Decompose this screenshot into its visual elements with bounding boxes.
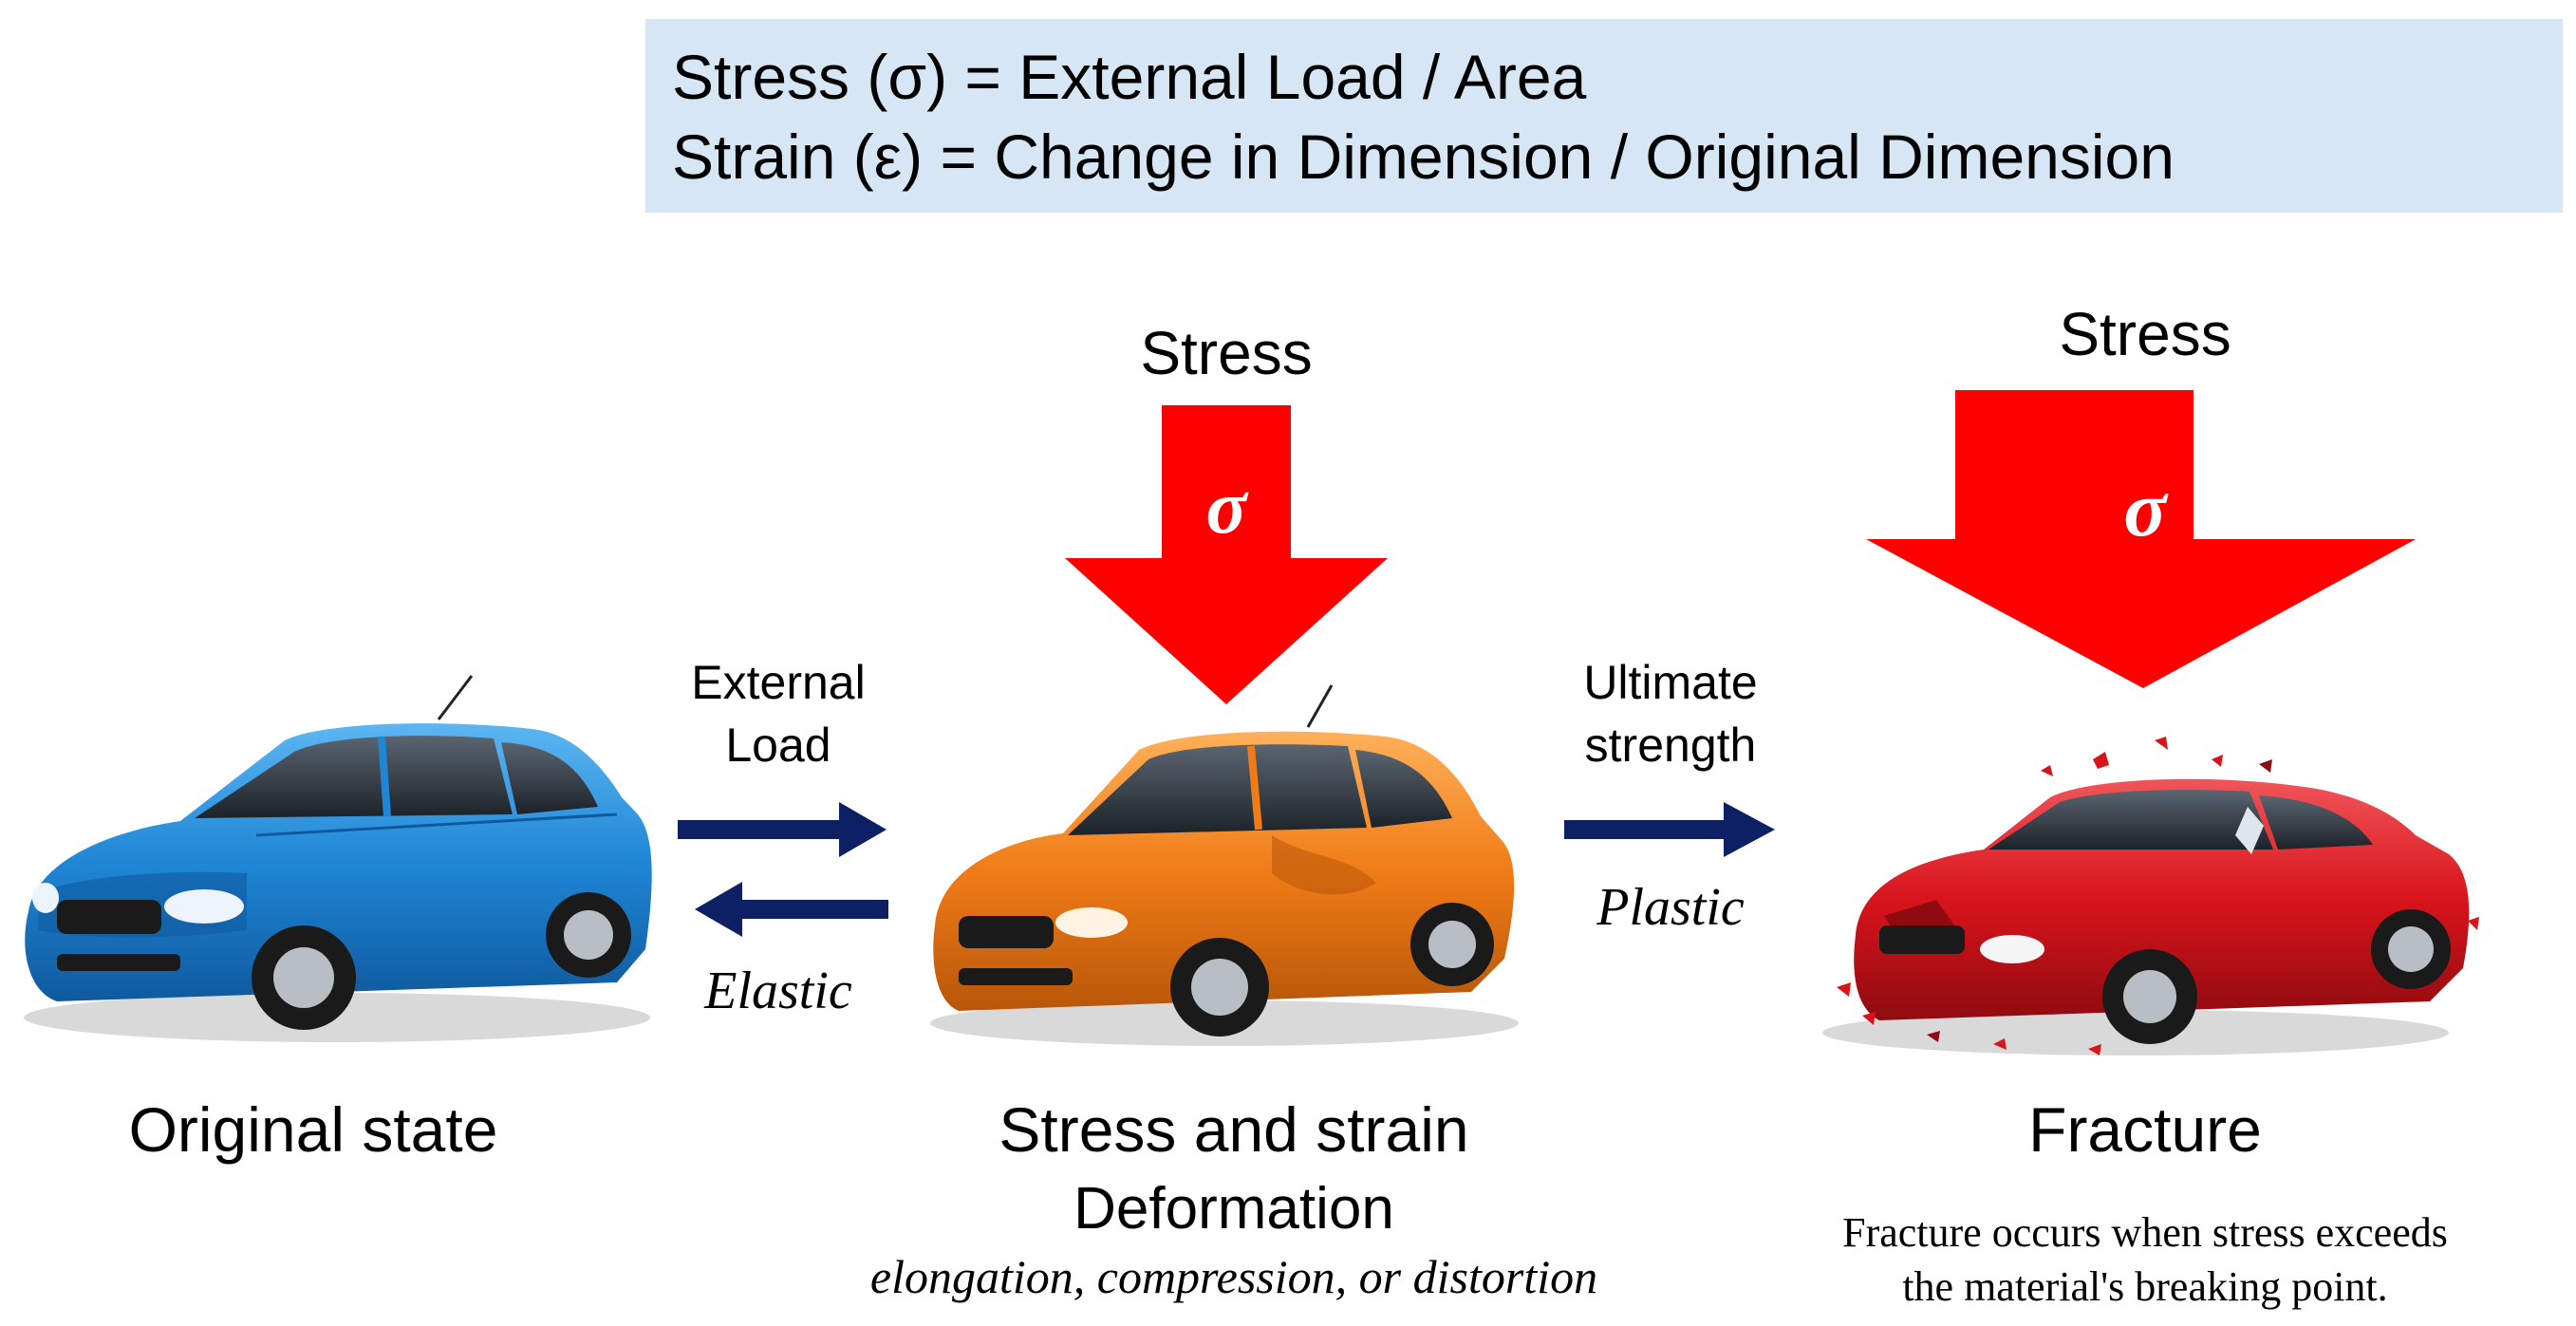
stress-arrow-large	[1866, 390, 2416, 688]
fracture-title: Fracture	[2028, 1094, 2262, 1165]
fracture-note-line2: the material's breaking point.	[1902, 1263, 2388, 1310]
red-car-icon	[1822, 737, 2479, 1055]
stress-label-small: Stress	[1140, 319, 1313, 387]
strain-formula: Strain (ε) = Change in Dimension / Origi…	[672, 121, 2175, 192]
ultimate-strength-arrow	[1564, 802, 1775, 857]
blue-car-icon	[24, 675, 652, 1042]
sigma-symbol-large: σ	[2123, 465, 2167, 553]
stress-arrow-small	[1065, 405, 1388, 704]
deformation-note: elongation, compression, or distortion	[869, 1250, 1598, 1303]
fracture-note-line1: Fracture occurs when stress exceeds	[1842, 1209, 2448, 1256]
formula-panel	[645, 19, 2563, 213]
ultimate-strength-label-line2: strength	[1584, 719, 1757, 772]
stress-label-large: Stress	[2059, 300, 2231, 368]
elastic-return-arrow	[695, 882, 888, 937]
plastic-label: Plastic	[1596, 878, 1745, 937]
deformation-subtitle: Deformation	[1073, 1176, 1394, 1242]
sigma-symbol-small: σ	[1205, 466, 1247, 550]
stress-strain-title: Stress and strain	[999, 1094, 1469, 1165]
elastic-label: Elastic	[704, 962, 852, 1020]
external-load-label-line1: External	[691, 656, 866, 709]
stress-formula: Stress (σ) = External Load / Area	[672, 42, 1587, 112]
external-load-label-line2: Load	[725, 719, 831, 772]
external-load-arrow	[678, 802, 887, 857]
original-state-title: Original state	[128, 1094, 498, 1165]
ultimate-strength-label-line1: Ultimate	[1583, 656, 1758, 709]
orange-car-icon	[930, 684, 1519, 1046]
